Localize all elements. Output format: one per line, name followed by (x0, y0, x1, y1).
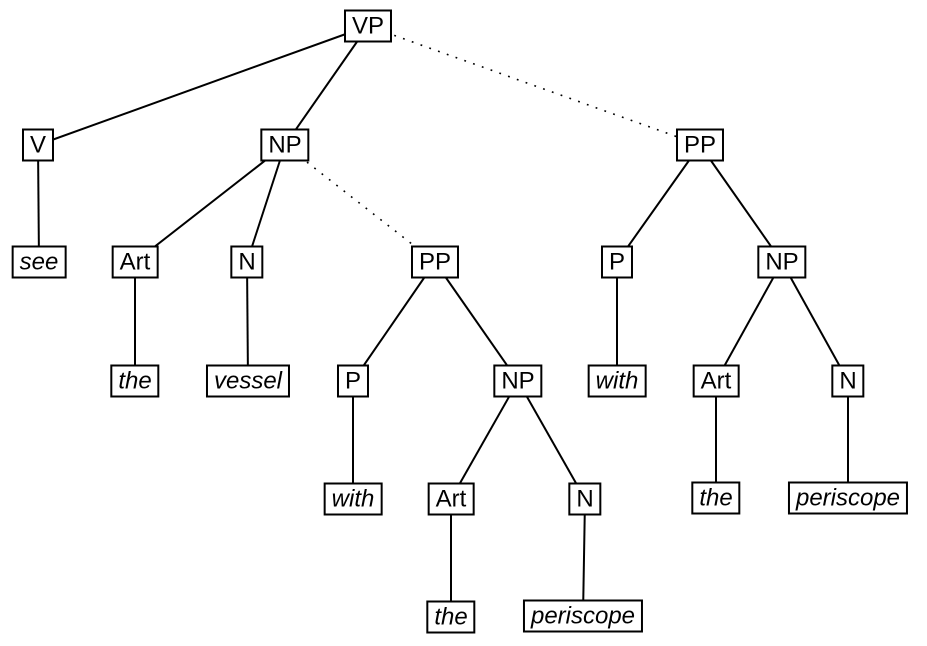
tree-edge-pp2-np3 (699, 144, 783, 263)
tree-node-the1: the (110, 364, 160, 398)
tree-node-np3: NP (757, 245, 807, 279)
tree-edge-vp-pp2-dotted (367, 25, 701, 146)
tree-node-with1: with (323, 482, 383, 516)
tree-edge-vp-v (37, 25, 369, 146)
tree-edge-n1-vessel (246, 261, 249, 382)
tree-edge-np2-n2 (517, 380, 586, 500)
tree-node-p2: P (600, 245, 634, 279)
tree-node-n2: N (568, 482, 602, 516)
tree-node-the3: the (691, 481, 741, 515)
tree-node-np1: NP (260, 128, 310, 162)
tree-node-see: see (11, 245, 67, 279)
tree-node-with2: with (587, 364, 647, 398)
tree-node-vessel: vessel (205, 364, 291, 398)
tree-node-art1: Art (111, 245, 159, 279)
tree-edge-pp2-p2 (616, 144, 701, 263)
tree-node-art3: Art (692, 364, 740, 398)
tree-node-n1: N (230, 245, 264, 279)
tree-edge-pp1-np2 (434, 261, 519, 382)
tree-edge-n2-periscope1 (582, 498, 586, 617)
tree-node-pp2: PP (675, 128, 725, 162)
tree-edge-v-see (37, 144, 40, 263)
tree-edge-vp-np1 (284, 25, 369, 146)
tree-node-vp: VP (343, 9, 393, 43)
tree-edge-np1-art1 (134, 144, 286, 263)
tree-edge-np1-pp1-dotted (284, 144, 436, 263)
tree-edge-np3-art3 (715, 261, 783, 382)
tree-node-np2: NP (493, 364, 543, 398)
tree-node-n3: N (831, 364, 865, 398)
tree-node-pp1: PP (410, 245, 460, 279)
tree-node-art2: Art (427, 482, 475, 516)
tree-node-v: V (21, 128, 55, 162)
tree-edge-np2-art2 (450, 380, 519, 500)
tree-node-the2: the (426, 600, 476, 634)
tree-edge-np3-n3 (781, 261, 849, 382)
tree-node-periscope2: periscope (787, 481, 909, 515)
tree-edge-pp1-p1 (352, 261, 436, 382)
tree-node-periscope1: periscope (522, 599, 644, 633)
tree-node-p1: P (336, 364, 370, 398)
tree-edge-np1-n1 (246, 144, 286, 263)
